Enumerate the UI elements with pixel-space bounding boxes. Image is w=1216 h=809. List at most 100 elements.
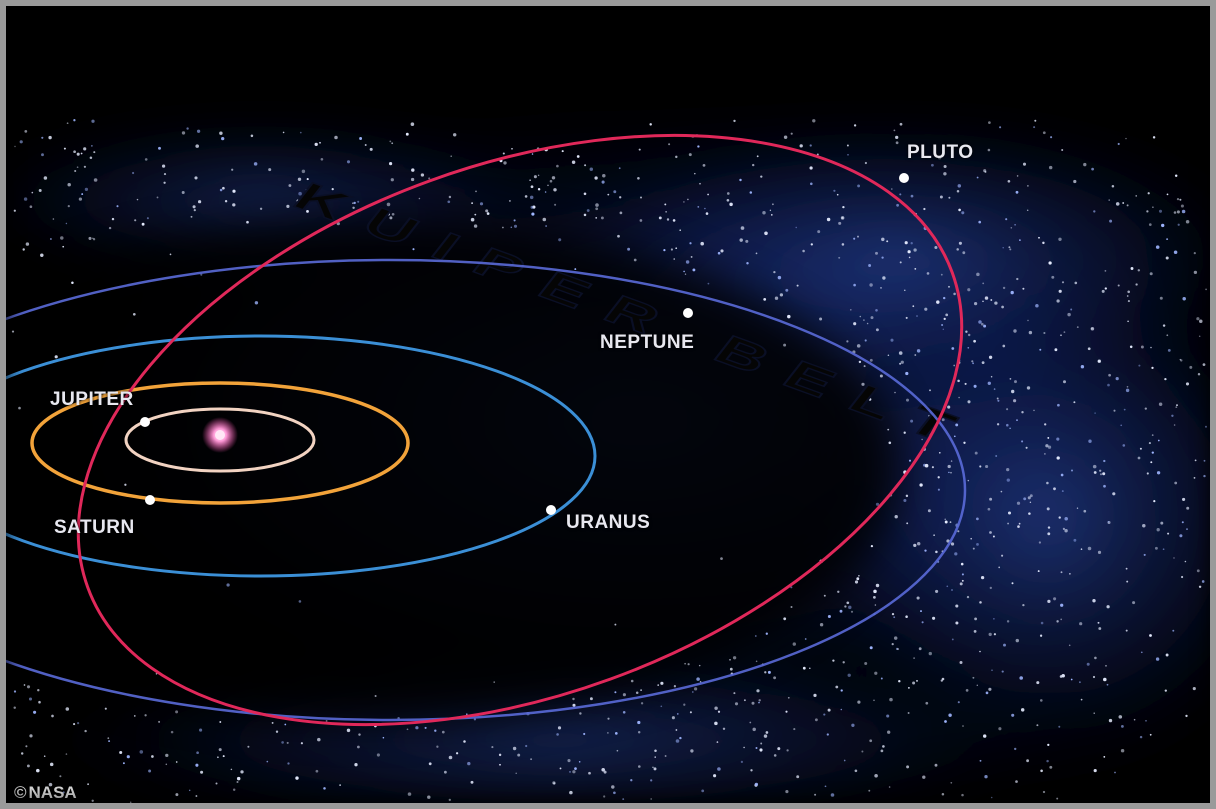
dust-particle [929, 389, 931, 392]
dust-particle [132, 171, 135, 175]
dust-particle [1087, 347, 1091, 351]
dust-particle [1103, 484, 1106, 488]
dust-particle [1181, 209, 1186, 214]
dust-particle [92, 238, 96, 241]
dust-particle [406, 728, 409, 731]
dust-particle [572, 697, 575, 701]
dust-particle [595, 203, 599, 207]
dust-particle [905, 494, 909, 498]
dust-particle [1056, 437, 1060, 441]
dust-particle [773, 754, 777, 757]
dust-particle [912, 305, 915, 308]
dust-particle [1006, 620, 1010, 623]
dust-particle [48, 135, 52, 140]
dust-particle [471, 202, 473, 205]
dust-particle [690, 255, 693, 258]
dust-particle [25, 242, 30, 246]
dust-particle [1058, 237, 1062, 241]
dust-particle [66, 122, 69, 125]
dust-particle [1083, 509, 1087, 513]
dust-particle [888, 786, 891, 788]
dust-particle [754, 782, 759, 787]
dust-particle [14, 145, 16, 148]
dust-particle [958, 396, 960, 399]
dust-particle [939, 195, 943, 199]
dust-particle [1007, 511, 1012, 515]
dust-particle [714, 721, 718, 726]
dust-particle [1107, 383, 1110, 387]
dust-particle [41, 153, 44, 157]
dust-particle [1050, 136, 1053, 139]
dust-particle [1140, 345, 1144, 349]
dust-particle [1132, 601, 1136, 605]
dust-particle [946, 585, 949, 588]
dust-particle [973, 339, 976, 343]
dust-particle [306, 178, 309, 181]
dust-particle [687, 198, 689, 201]
dust-particle [754, 635, 757, 637]
dust-particle [664, 755, 667, 757]
dust-particle [195, 795, 198, 797]
dust-particle [859, 315, 862, 318]
dust-particle [918, 647, 922, 651]
dust-particle [578, 761, 581, 763]
dust-particle [1126, 580, 1129, 583]
dust-particle [1035, 304, 1039, 308]
dust-particle [595, 217, 598, 219]
dust-particle [63, 147, 66, 150]
dust-particle [1107, 521, 1110, 523]
dust-particle [1174, 174, 1178, 178]
dust-particle [1016, 501, 1021, 505]
dust-particle [1176, 404, 1178, 406]
dust-particle [22, 248, 25, 251]
dust-particle [870, 544, 874, 548]
dust-particle [467, 761, 471, 766]
dust-particle [941, 677, 945, 681]
dust-particle [777, 747, 781, 751]
dust-particle [676, 713, 679, 715]
dust-particle [750, 769, 753, 772]
dust-particle [1148, 223, 1152, 226]
dust-particle [43, 176, 48, 180]
dust-particle [246, 220, 249, 224]
dust-particle [37, 689, 40, 692]
dust-particle [898, 679, 901, 683]
dust-particle [864, 662, 868, 665]
dust-particle [1093, 712, 1095, 714]
dust-particle [802, 666, 806, 670]
dust-particle [1016, 277, 1019, 281]
dust-particle [1016, 175, 1019, 177]
dust-particle [1053, 487, 1056, 491]
dust-particle [916, 315, 918, 317]
dust-particle [1060, 603, 1064, 607]
dust-particle [67, 182, 71, 187]
dust-particle [181, 131, 186, 135]
dust-particle [1139, 735, 1143, 739]
dust-particle [1083, 162, 1087, 167]
dust-particle [899, 122, 903, 126]
dust-particle [441, 730, 445, 734]
dust-particle [814, 793, 817, 796]
dust-particle [1157, 439, 1160, 442]
dust-particle [511, 147, 513, 150]
dust-particle [726, 198, 730, 202]
dust-particle [284, 723, 287, 726]
dust-particle [978, 220, 982, 224]
dust-particle [785, 288, 789, 292]
dust-particle [298, 600, 302, 603]
dust-particle [863, 319, 865, 321]
dust-particle [1162, 324, 1166, 327]
dust-particle [887, 428, 890, 431]
dust-particle [936, 300, 940, 304]
dust-particle [998, 727, 1002, 731]
dust-particle [856, 344, 861, 348]
dust-particle [1056, 456, 1060, 460]
dust-particle [759, 748, 763, 752]
dust-particle [1014, 380, 1017, 384]
dust-particle [764, 671, 767, 674]
dust-particle [91, 119, 95, 123]
dust-particle [84, 729, 87, 733]
dust-particle [668, 143, 671, 146]
dust-particle [722, 727, 726, 731]
